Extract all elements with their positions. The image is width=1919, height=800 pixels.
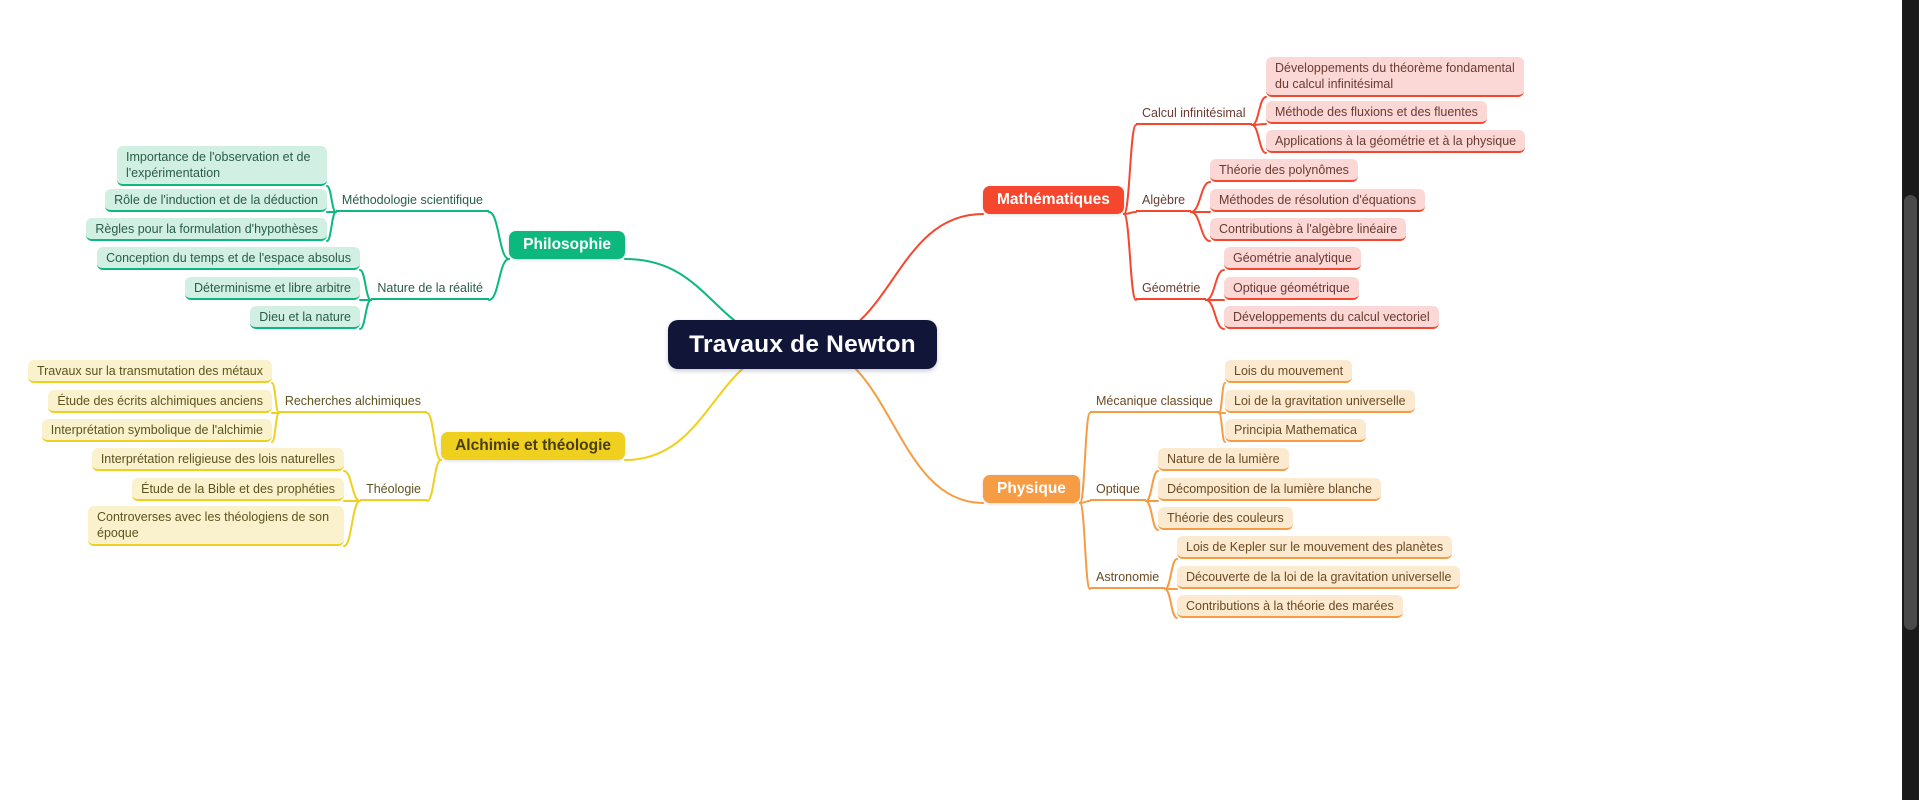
topic-node-algebre[interactable]: Algèbre: [1136, 189, 1192, 213]
subtopic-node-optique-geometrique[interactable]: Optique géométrique: [1224, 277, 1359, 301]
subtopic-node-etude-des-ecrits-alchimiques-anciens[interactable]: Étude des écrits alchimiques anciens: [48, 390, 272, 414]
mindmap-link: [1190, 211, 1211, 242]
subtopic-node-interpretation-religieuse-des-lois-natur[interactable]: Interprétation religieuse des lois natur…: [91, 448, 344, 472]
subtopic-node-contributions-a-l-algebre-lineaire[interactable]: Contributions à l'algèbre linéaire: [1210, 218, 1407, 242]
subtopic-node-principia-mathematica[interactable]: Principia Mathematica: [1225, 419, 1366, 443]
topic-node-recherches-alchimiques[interactable]: Recherches alchimiques: [278, 390, 427, 414]
mindmap-link: [488, 258, 510, 301]
subtopic-node-methode-des-fluxions-et-des-fluentes[interactable]: Méthode des fluxions et des fluentes: [1266, 101, 1487, 125]
mindmap-link: [1218, 412, 1226, 443]
subtopic-node-determinisme-et-libre-arbitre[interactable]: Déterminisme et libre arbitre: [185, 277, 360, 301]
topic-node-theologie[interactable]: Théologie: [360, 478, 427, 502]
topic-node-astronomie[interactable]: Astronomie: [1090, 566, 1166, 590]
subtopic-node-developpements-du-calcul-vectoriel[interactable]: Développements du calcul vectoriel: [1224, 306, 1439, 330]
subtopic-node-nature-de-la-lumiere[interactable]: Nature de la lumière: [1158, 448, 1289, 472]
mindmap-root-node[interactable]: Travaux de Newton: [668, 320, 937, 369]
mindmap-link: [1079, 502, 1091, 590]
mindmap-link: [326, 211, 337, 242]
subtopic-node-theorie-des-polynomes[interactable]: Théorie des polynômes: [1210, 159, 1358, 183]
subtopic-node-etude-de-la-bible-et-des-propheties[interactable]: Étude de la Bible et des prophéties: [132, 478, 344, 502]
mindmap-link: [1205, 299, 1225, 330]
subtopic-node-applications-a-la-geometrie-et-a-la-phys[interactable]: Applications à la géométrie et à la phys…: [1266, 130, 1526, 154]
mindmap-link: [1123, 213, 1137, 301]
mindmap-link: [1251, 124, 1267, 154]
mindmap-link: [1123, 124, 1137, 215]
subtopic-node-role-de-l-induction-et-de-la-deduction[interactable]: Rôle de l'induction et de la déduction: [105, 189, 327, 213]
subtopic-node-methodes-de-resolution-d-equations[interactable]: Méthodes de résolution d'équations: [1210, 189, 1425, 213]
mindmap-link: [488, 211, 510, 260]
mindmap-link: [1079, 412, 1091, 504]
branch-node-physique[interactable]: Physique: [983, 475, 1080, 503]
subtopic-node-dieu-et-la-nature[interactable]: Dieu et la nature: [250, 306, 360, 330]
branch-node-alchimie-et-theologie[interactable]: Alchimie et théologie: [441, 432, 625, 460]
topic-node-mecanique-classique[interactable]: Mécanique classique: [1090, 390, 1219, 414]
mindmap-link: [426, 459, 442, 502]
branch-node-mathematiques[interactable]: Mathématiques: [983, 186, 1124, 214]
subtopic-node-developpements-du-theoreme-fondamental-d[interactable]: Développements du théorème fondamental d…: [1266, 57, 1524, 97]
subtopic-node-conception-du-temps-et-de-l-espace-absol[interactable]: Conception du temps et de l'espace absol…: [97, 247, 360, 271]
topic-node-methodologie-scientifique[interactable]: Méthodologie scientifique: [335, 189, 489, 213]
subtopic-node-lois-du-mouvement[interactable]: Lois du mouvement: [1225, 360, 1353, 384]
mindmap-link: [343, 500, 361, 547]
mindmap-link: [1164, 588, 1178, 619]
topic-node-nature-de-la-realite[interactable]: Nature de la réalité: [371, 277, 489, 301]
subtopic-node-geometrie-analytique[interactable]: Géométrie analytique: [1224, 247, 1361, 271]
subtopic-node-decouverte-de-la-loi-de-la-gravitation-u[interactable]: Découverte de la loi de la gravitation u…: [1177, 566, 1461, 590]
mindmap-link: [426, 412, 442, 461]
mindmap-link: [271, 412, 280, 443]
topic-node-optique[interactable]: Optique: [1090, 478, 1146, 502]
subtopic-node-loi-de-la-gravitation-universelle[interactable]: Loi de la gravitation universelle: [1225, 390, 1415, 414]
subtopic-node-decomposition-de-la-lumiere-blanche[interactable]: Décomposition de la lumière blanche: [1158, 478, 1381, 502]
subtopic-node-regles-pour-la-formulation-d-hypotheses[interactable]: Règles pour la formulation d'hypothèses: [86, 218, 327, 242]
topic-node-calcul-infinitesimal[interactable]: Calcul infinitésimal: [1136, 102, 1252, 126]
subtopic-node-controverses-avec-les-theologiens-de-son[interactable]: Controverses avec les théologiens de son…: [88, 506, 344, 546]
subtopic-node-travaux-sur-la-transmutation-des-metaux[interactable]: Travaux sur la transmutation des métaux: [27, 360, 272, 384]
subtopic-node-importance-de-l-observation-et-de-l-expe[interactable]: Importance de l'observation et de l'expé…: [117, 146, 327, 186]
scrollbar-thumb[interactable]: [1904, 195, 1917, 630]
mindmap-link: [1145, 500, 1159, 531]
topic-node-geometrie[interactable]: Géométrie: [1136, 277, 1207, 301]
subtopic-node-lois-de-kepler-sur-le-mouvement-des-plan[interactable]: Lois de Kepler sur le mouvement des plan…: [1177, 536, 1453, 560]
subtopic-node-contributions-a-la-theorie-des-marees[interactable]: Contributions à la théorie des marées: [1177, 595, 1403, 619]
mindmap-link: [359, 299, 372, 330]
branch-node-philosophie[interactable]: Philosophie: [509, 231, 625, 259]
subtopic-node-theorie-des-couleurs[interactable]: Théorie des couleurs: [1158, 507, 1293, 531]
scrollbar-track[interactable]: [1902, 0, 1919, 800]
subtopic-node-interpretation-symbolique-de-l-alchimie[interactable]: Interprétation symbolique de l'alchimie: [41, 419, 272, 443]
